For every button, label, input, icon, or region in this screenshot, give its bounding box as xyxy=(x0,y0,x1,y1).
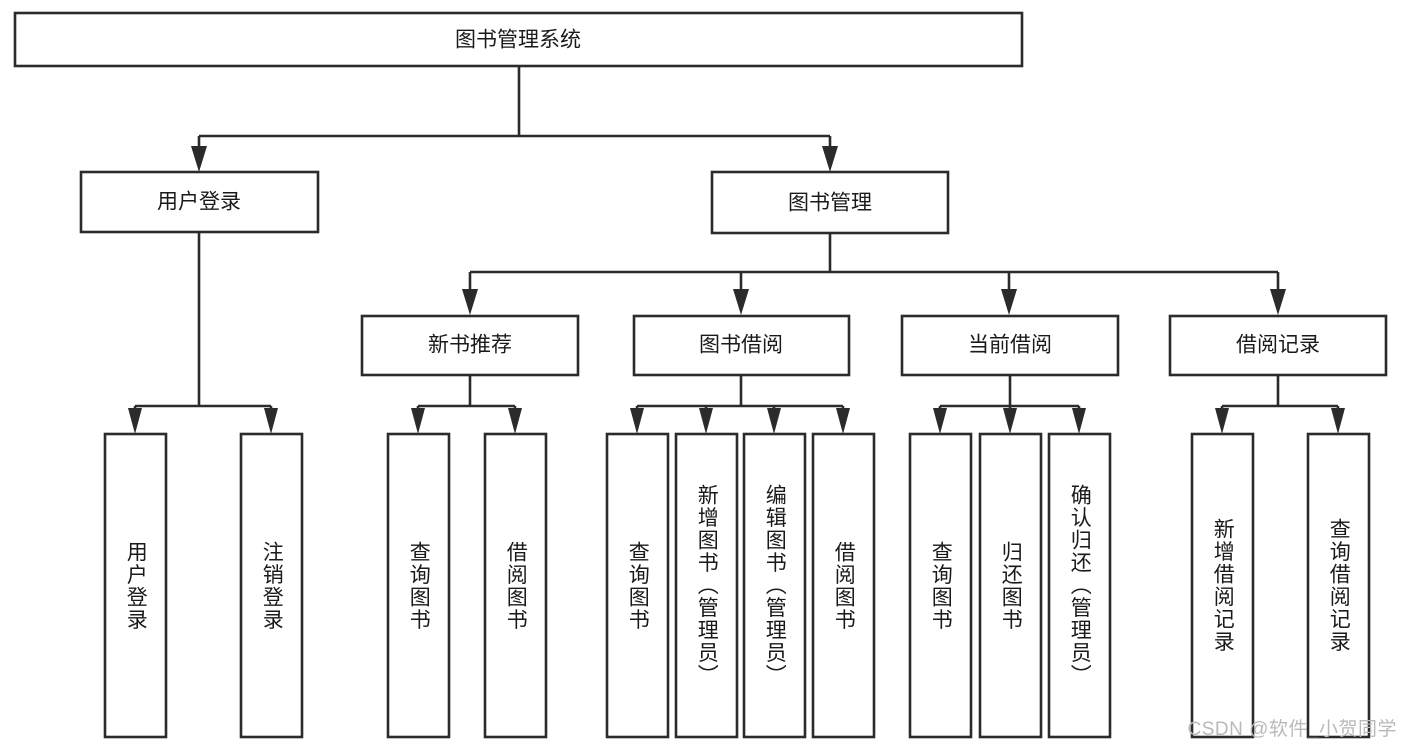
connector-group-book-borrow-leaves xyxy=(630,375,850,434)
arrow-head-leaf-query-book-2 xyxy=(630,408,644,434)
arrow-head-leaf-add-record xyxy=(1215,408,1229,434)
arrow-head-leaf-edit-book xyxy=(767,408,781,434)
leaf-box-query-book-3[interactable] xyxy=(908,432,973,739)
arrow-head-leaf-query-record xyxy=(1331,408,1345,434)
leaf-box-borrow-book-1[interactable] xyxy=(483,432,548,739)
leaf-box-logout[interactable] xyxy=(239,432,304,739)
leaf-box-query-book-2[interactable] xyxy=(605,432,670,739)
arrow-head-user-login xyxy=(191,146,207,172)
node-user-login-label: 用户登录 xyxy=(157,191,241,214)
node-new-book-rec-box[interactable] xyxy=(360,314,580,377)
arrow-head-leaf-borrow-book-2 xyxy=(836,408,850,434)
arrow-head-leaf-return-book xyxy=(1003,408,1017,434)
arrow-head-book-borrow xyxy=(733,289,749,315)
connector-group-current-borrow-leaves xyxy=(933,375,1086,434)
connector-group-root xyxy=(191,66,838,172)
leaf-box-edit-book[interactable] xyxy=(742,432,807,739)
node-borrow-record-label: 借阅记录 xyxy=(1236,334,1320,357)
node-book-borrow-box[interactable] xyxy=(632,314,851,377)
leaf-box-confirm-return[interactable] xyxy=(1047,432,1112,739)
connector-group-user-login-leaves xyxy=(128,232,278,434)
leaf-box-borrow-book-2[interactable] xyxy=(811,432,876,739)
leaf-box-add-book[interactable] xyxy=(674,432,739,739)
leaf-box-add-record[interactable] xyxy=(1190,432,1255,739)
node-book-borrow-label: 图书借阅 xyxy=(699,334,783,357)
node-borrow-record-box[interactable] xyxy=(1168,314,1388,377)
node-book-borrow[interactable]: 图书借阅 xyxy=(632,314,851,377)
arrow-head-borrow-record xyxy=(1270,289,1286,315)
node-root[interactable]: 图书管理系统 xyxy=(13,11,1024,68)
leaf-boxes-group xyxy=(103,432,1371,739)
node-root-label: 图书管理系统 xyxy=(455,29,581,52)
connector-group-book-manage xyxy=(462,233,1286,315)
arrow-head-leaf-confirm-return xyxy=(1072,408,1086,434)
arrow-head-leaf-borrow-book-1 xyxy=(508,408,522,434)
node-book-manage[interactable]: 图书管理 xyxy=(710,170,950,235)
node-current-borrow-label: 当前借阅 xyxy=(968,334,1052,357)
node-book-manage-box[interactable] xyxy=(710,170,950,235)
leaf-box-user-login[interactable] xyxy=(103,432,168,739)
node-root-box[interactable] xyxy=(13,11,1024,68)
csdn-watermark: CSDN @软件_小贺同学 xyxy=(1187,719,1397,740)
leaf-box-query-book-1[interactable] xyxy=(386,432,451,739)
connector-group-borrow-record-leaves xyxy=(1215,375,1345,434)
leaf-box-return-book[interactable] xyxy=(978,432,1043,739)
node-book-manage-label: 图书管理 xyxy=(788,192,872,215)
arrow-head-leaf-logout xyxy=(264,408,278,434)
arrow-head-leaf-add-book xyxy=(699,408,713,434)
node-new-book-rec-label: 新书推荐 xyxy=(428,334,512,357)
node-new-book-rec[interactable]: 新书推荐 xyxy=(360,314,580,377)
node-borrow-record[interactable]: 借阅记录 xyxy=(1168,314,1388,377)
node-current-borrow[interactable]: 当前借阅 xyxy=(900,314,1120,377)
arrow-head-current-borrow xyxy=(1001,289,1017,315)
leaf-box-query-record[interactable] xyxy=(1306,432,1371,739)
arrow-head-book-manage xyxy=(822,146,838,172)
connector-group-new-book-rec-leaves xyxy=(411,375,522,434)
arrow-head-leaf-query-book-3 xyxy=(933,408,947,434)
node-user-login[interactable]: 用户登录 xyxy=(79,170,320,234)
arrow-head-new-book-rec xyxy=(462,289,478,315)
arrow-head-leaf-user-login xyxy=(128,408,142,434)
arrow-head-leaf-query-book-1 xyxy=(411,408,425,434)
node-current-borrow-box[interactable] xyxy=(900,314,1120,377)
